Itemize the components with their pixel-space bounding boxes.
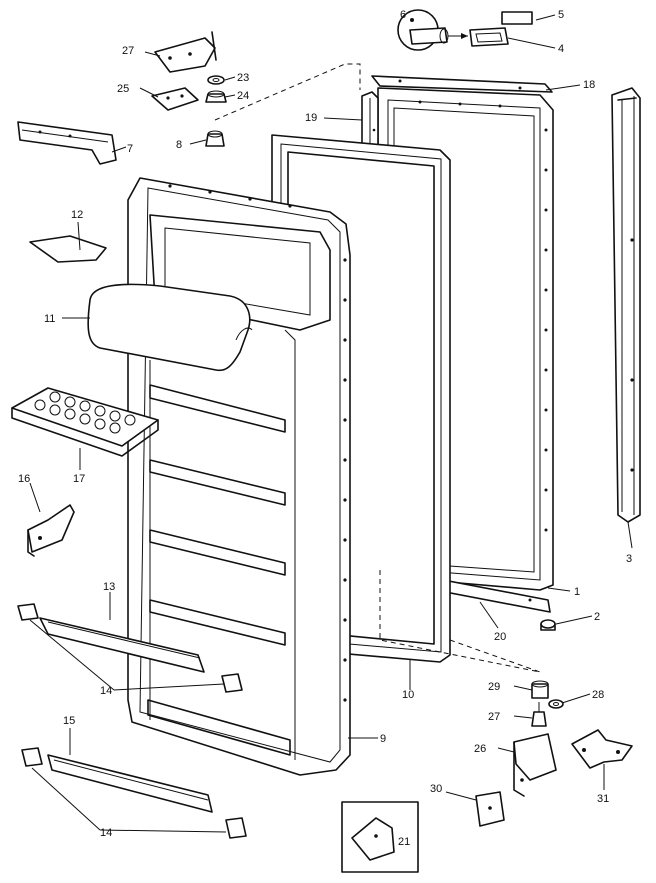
part-31-plate [571, 729, 633, 769]
callout-4: 4 [558, 43, 564, 55]
callout-14-upper: 14 [100, 685, 112, 697]
part-14-end-cap-lower-left [21, 747, 43, 767]
callout-16: 16 [18, 473, 30, 485]
callout-10: 10 [402, 689, 414, 701]
part-14-end-cap-lower-right [225, 817, 247, 839]
part-24-nut [205, 90, 227, 103]
part-29-pin [531, 680, 549, 699]
callout-15: 15 [63, 715, 75, 727]
callout-11: 11 [44, 313, 55, 325]
callout-7: 7 [127, 143, 133, 155]
callout-26: 26 [474, 743, 486, 755]
part-12-small-tray [29, 235, 107, 263]
part-5-label [501, 11, 533, 25]
callout-23: 23 [237, 72, 249, 84]
part-16-clip [27, 504, 75, 557]
leader-lines [29, 14, 633, 833]
part-11-dairy-door [87, 283, 253, 372]
callout-29: 29 [488, 681, 500, 693]
part-26-bottom-hinge [513, 733, 557, 797]
part-30-stop-bracket [475, 791, 505, 827]
callout-5: 5 [558, 9, 564, 21]
part-28-washer [548, 699, 564, 709]
part-3-side-trim [611, 87, 641, 523]
part-7-hinge-bracket [17, 121, 117, 165]
part-18-top-channel [371, 75, 553, 93]
callout-25: 25 [117, 83, 129, 95]
part-27-lower-hinge-pin [531, 702, 547, 727]
part-6-hinge-bearing [397, 9, 449, 51]
part-25-hinge-plate [151, 87, 199, 111]
callout-3: 3 [626, 553, 632, 565]
part-4-plate [469, 27, 509, 47]
part-8-cap-nut [205, 130, 225, 147]
part-2-bushing [540, 619, 556, 631]
callout-12: 12 [71, 209, 83, 221]
part-13-rack-bar [39, 617, 205, 673]
callout-30: 30 [430, 783, 442, 795]
callout-13: 13 [103, 581, 115, 593]
part-14-end-cap-upper-right [221, 673, 243, 693]
callout-21: 21 [398, 836, 410, 848]
part-15-rack-bar [47, 754, 213, 813]
callout-6: 6 [400, 9, 406, 21]
part-17-egg-tray [11, 387, 159, 457]
callout-1: 1 [574, 586, 580, 598]
callout-labels: 27 25 23 24 8 7 6 5 4 18 19 12 11 17 16 … [18, 9, 632, 848]
callout-17: 17 [73, 473, 85, 485]
callout-2: 2 [594, 611, 600, 623]
callout-19: 19 [305, 112, 317, 124]
callout-9: 9 [380, 733, 386, 745]
callout-31: 31 [597, 793, 609, 805]
callout-28: 28 [592, 689, 604, 701]
callout-24: 24 [237, 90, 249, 102]
callout-18: 18 [583, 79, 595, 91]
part-27-top-hinge [154, 31, 217, 73]
callout-20: 20 [494, 631, 506, 643]
callout-14-lower: 14 [100, 827, 112, 839]
part-21-inset [341, 801, 419, 873]
callout-27-top: 27 [122, 45, 134, 57]
part-23-washer [207, 75, 225, 85]
callout-27-lower: 27 [488, 711, 500, 723]
callout-8: 8 [176, 139, 182, 151]
part-14-end-cap-upper-left [17, 603, 39, 621]
